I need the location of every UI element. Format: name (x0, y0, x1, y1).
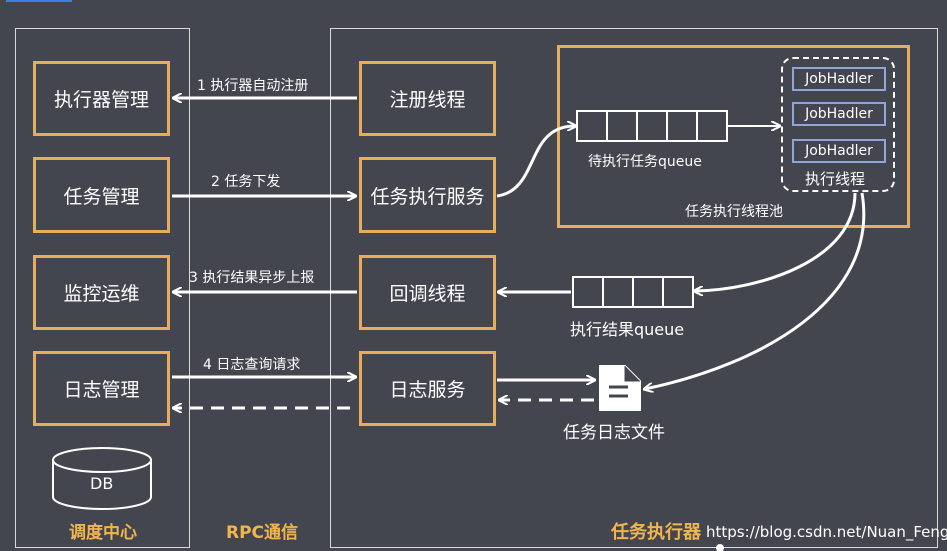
log-file-label: 任务日志文件 (563, 423, 665, 443)
job-handler-2: JobHadler (792, 102, 886, 126)
arrow-thread-to-result-queue (695, 192, 857, 291)
executor-title: 任务执行器 (611, 522, 701, 543)
thread-pool-label: 任务执行线程池 (685, 204, 783, 220)
scheduler-title: 调度中心 (69, 523, 137, 543)
rpc-title: RPC通信 (226, 523, 299, 543)
register-thread-box: 注册线程 (359, 61, 496, 136)
executor-thread-group (781, 57, 895, 192)
arrow-thread-to-log-file (645, 192, 866, 389)
callback-thread-box: 回调线程 (359, 255, 496, 330)
watermark: https://blog.csdn.net/Nuan_Feng (706, 523, 947, 541)
task-execution-service-box: 任务执行服务 (359, 157, 496, 233)
header-link[interactable] (6, 0, 72, 2)
job-handler-1: JobHadler (792, 67, 886, 91)
log-file-icon (599, 365, 641, 411)
monitoring-ops-box: 监控运维 (33, 255, 170, 330)
arrow-label-register: 1 执行器自动注册 (197, 78, 309, 94)
thread-pool-frame (557, 45, 910, 228)
executor-thread-label: 执行线程 (805, 170, 866, 188)
result-queue-label: 执行结果queue (570, 320, 685, 339)
db-cylinder-icon (52, 447, 152, 510)
result-queue (572, 276, 694, 308)
arrow-service-to-queue (496, 126, 575, 198)
executor-frame (330, 28, 938, 548)
arrow-label-dispatch: 2 任务下发 (211, 174, 281, 190)
scheduler-frame (15, 28, 190, 548)
executor-management-box: 执行器管理 (33, 61, 170, 136)
pending-queue (576, 110, 728, 142)
task-management-box: 任务管理 (33, 157, 170, 233)
arrow-label-result-report: 3 执行结果异步上报 (189, 270, 315, 286)
db-label: DB (90, 474, 114, 493)
pending-queue-label: 待执行任务queue (588, 154, 702, 170)
log-service-box: 日志服务 (359, 351, 496, 426)
arrow-label-log-query: 4 日志查询请求 (203, 357, 301, 373)
job-handler-3: JobHadler (792, 139, 886, 163)
log-management-box: 日志管理 (33, 351, 170, 426)
watermark-icon (716, 544, 724, 551)
